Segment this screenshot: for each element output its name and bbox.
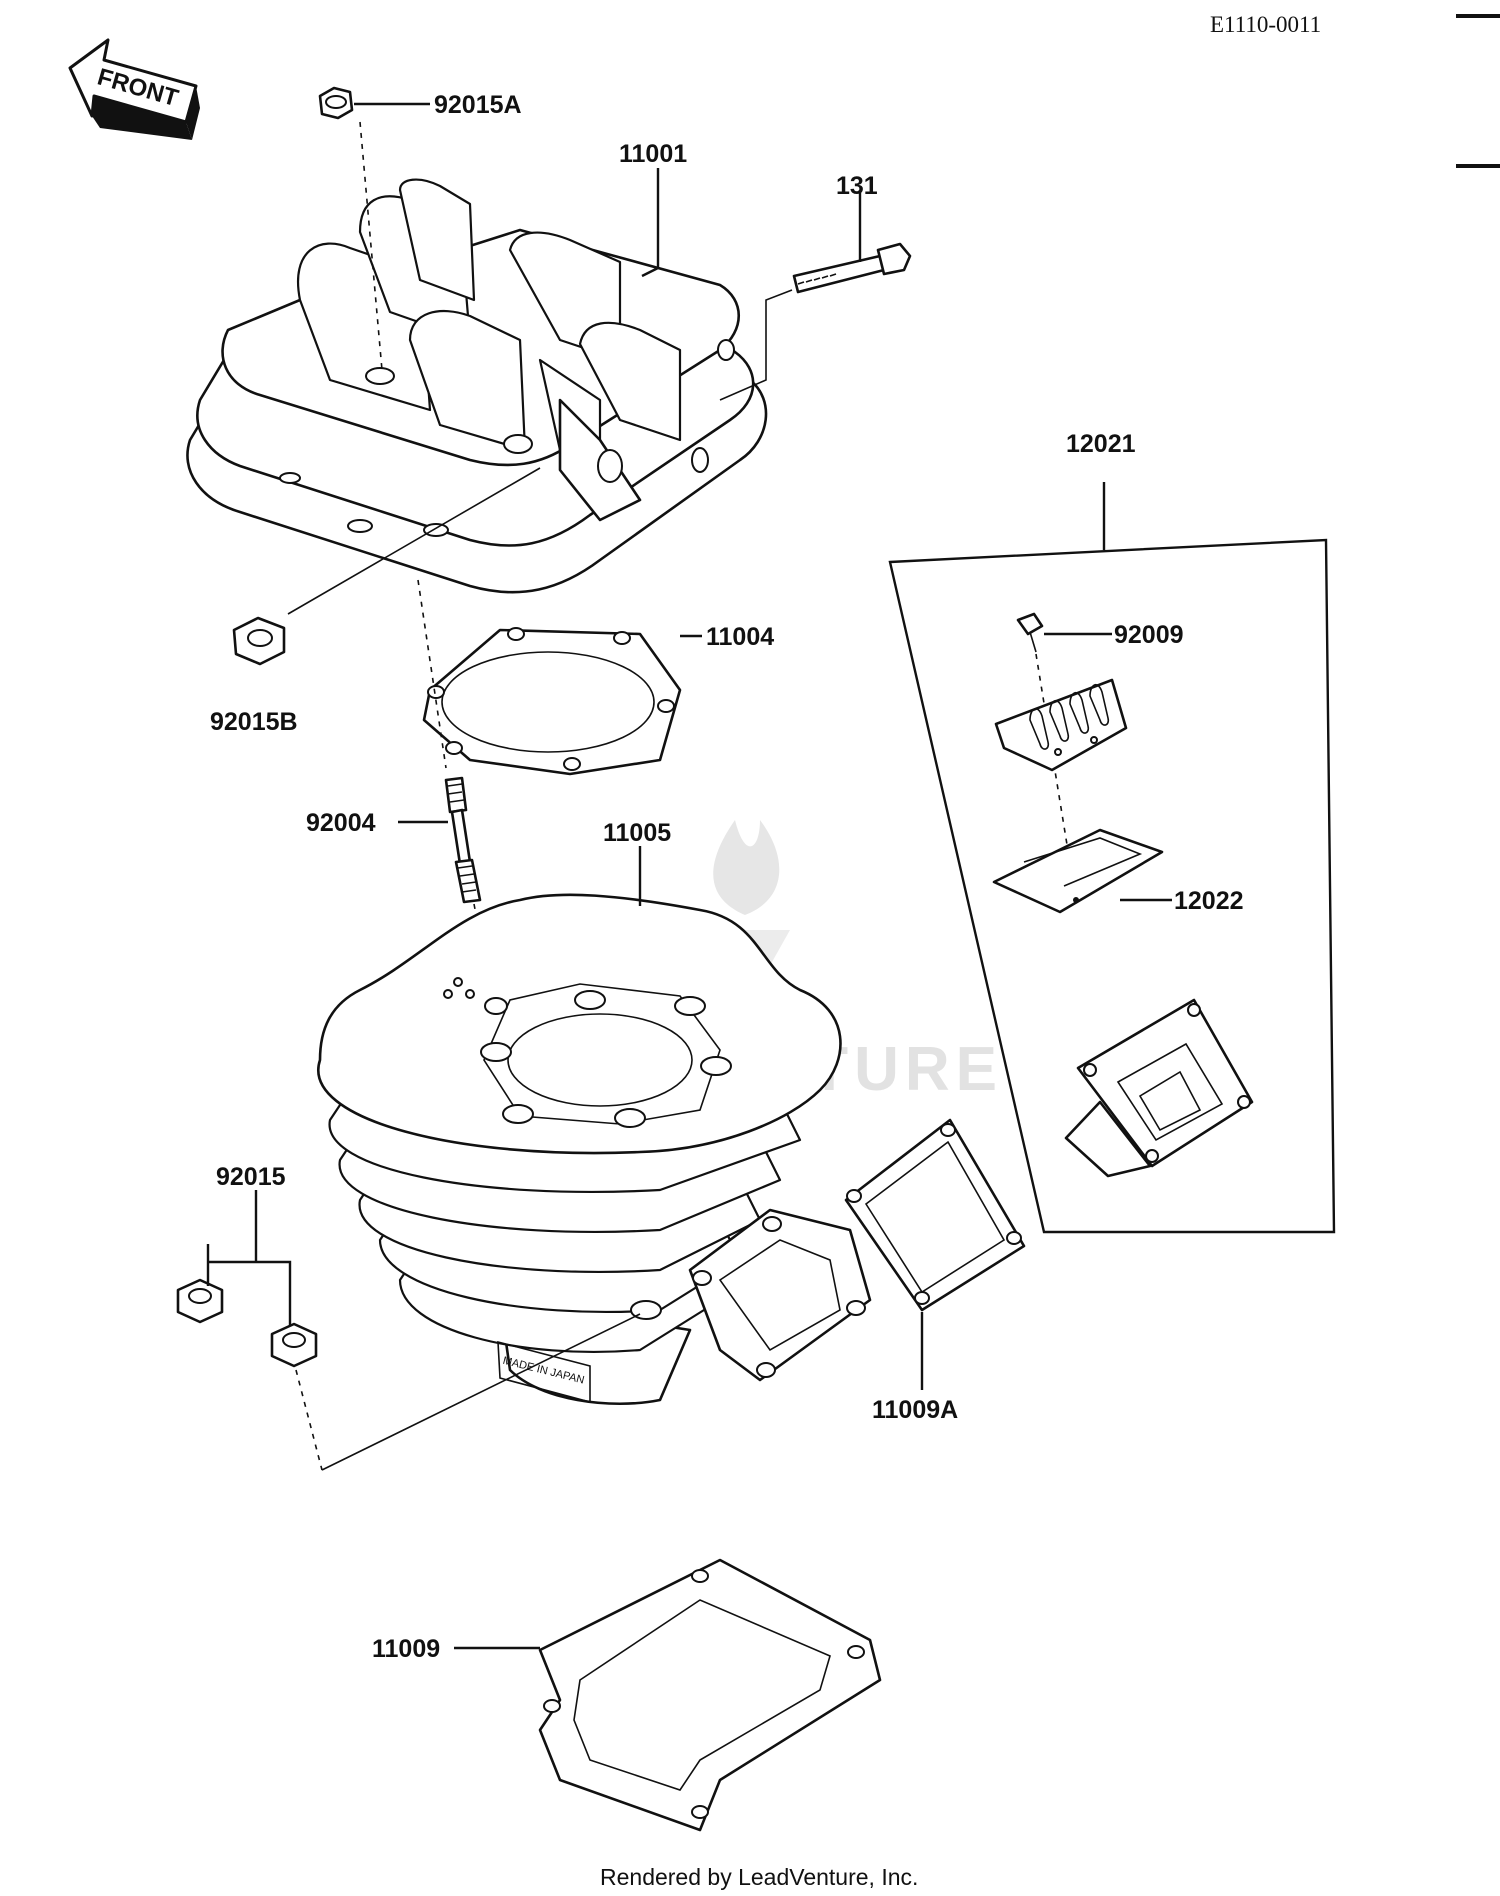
diagram-code: E1110-0011 — [1210, 12, 1321, 37]
line-92015 — [321, 1313, 641, 1471]
dashed-92015A — [359, 121, 383, 371]
label-92015: 92015 — [216, 1163, 286, 1191]
label-11005: 11005 — [603, 819, 671, 847]
label-131: 131 — [836, 172, 878, 200]
bolt-131-path — [719, 289, 793, 401]
footer-credit: Rendered by LeadVenture, Inc. — [600, 1864, 918, 1890]
base-gasket — [538, 1558, 882, 1832]
front-arrow-icon: FRONT — [68, 38, 200, 140]
label-11009A: 11009A — [872, 1396, 958, 1424]
dashed-92015B — [287, 467, 541, 615]
cylinder-head — [186, 178, 768, 594]
nut-92015A — [318, 86, 354, 120]
bolt-131 — [792, 242, 912, 294]
nut-92015-left — [176, 1278, 224, 1324]
cylinder: MADE IN JAPAN — [317, 893, 872, 1406]
dashed-head-bolt — [417, 579, 447, 769]
dashed-92009 — [1035, 653, 1077, 901]
label-11009: 11009 — [372, 1635, 440, 1663]
reed-valve-box — [888, 482, 1336, 1234]
intake-gasket — [844, 1118, 1026, 1312]
reed-12022 — [992, 828, 1164, 914]
leader-92015 — [206, 1190, 292, 1326]
leader-11001-tip — [641, 266, 659, 278]
reed-stopper — [994, 678, 1128, 772]
label-92009: 92009 — [1114, 621, 1184, 649]
nut-92015B — [232, 616, 286, 666]
label-11004: 11004 — [706, 623, 774, 651]
nut-92015-right — [270, 1322, 318, 1368]
label-12021: 12021 — [1066, 430, 1136, 458]
screw-92009 — [1016, 612, 1044, 653]
head-gasket — [422, 627, 682, 776]
label-11001: 11001 — [619, 140, 687, 168]
label-12022: 12022 — [1174, 887, 1244, 915]
stud-92004 — [444, 776, 482, 904]
dashed-92015 — [295, 1369, 323, 1471]
label-92015A: 92015A — [434, 91, 522, 119]
reed-block — [1064, 998, 1254, 1178]
label-92004: 92004 — [306, 809, 376, 837]
label-92015B: 92015B — [210, 708, 298, 736]
